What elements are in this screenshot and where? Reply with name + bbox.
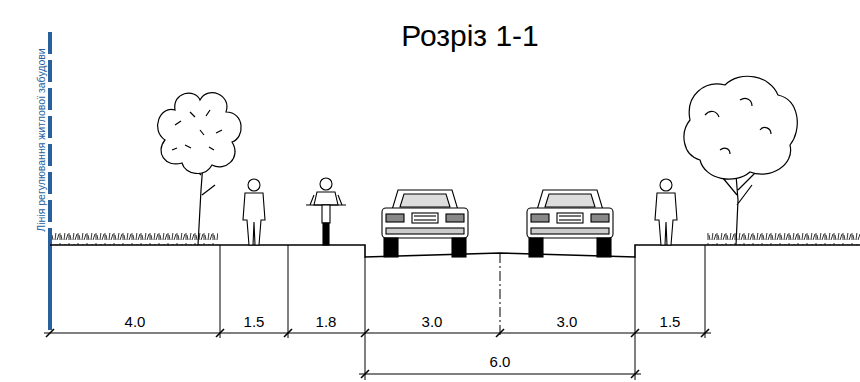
grass (52, 233, 218, 245)
section-title: Розріз 1-1 (401, 21, 539, 51)
regulation-line (48, 245, 52, 330)
dimension-value: 4.0 (125, 314, 146, 329)
dimension-lines (44, 329, 711, 378)
cyclist (306, 178, 346, 245)
dimension-value: 1.5 (244, 314, 265, 329)
dimension-value: 3.0 (557, 314, 578, 329)
car (527, 190, 613, 257)
axis-line (500, 253, 501, 335)
tree (684, 76, 797, 245)
regulation-line (48, 32, 52, 245)
regulation-line-label: Лінія регулювання житлової забудови (36, 48, 47, 231)
dimension-value: 6.0 (490, 354, 511, 369)
grass (707, 233, 860, 245)
car (382, 190, 468, 257)
dimension-value: 1.8 (316, 314, 337, 329)
tree (158, 93, 242, 245)
dimension-value: 1.5 (660, 314, 681, 329)
extension-lines (220, 245, 705, 380)
pedestrian (243, 179, 265, 245)
dimension-value: 3.0 (422, 314, 443, 329)
pedestrian (655, 179, 677, 245)
